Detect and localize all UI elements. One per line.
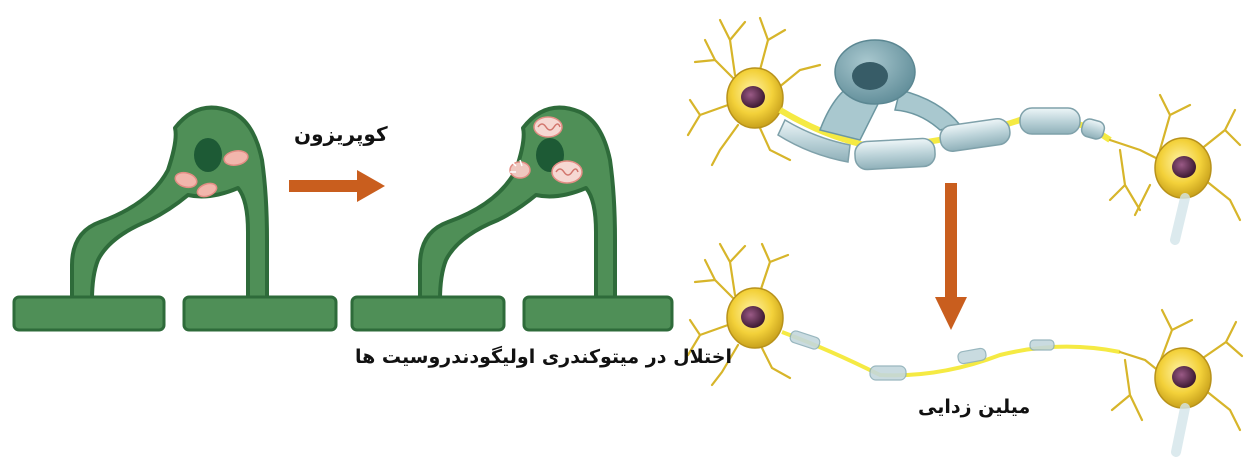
oligodendrocyte-process xyxy=(895,90,960,130)
neuron-nucleus xyxy=(741,86,765,108)
oligodendrocyte-healthy xyxy=(14,108,336,330)
myelin-segment xyxy=(352,297,504,330)
neuron-nucleus xyxy=(1172,156,1196,178)
myelinated-neuron xyxy=(688,18,1240,240)
myelin-segment xyxy=(14,297,164,330)
mito-dysfunction-label: اختلال در میتوکندری اولیگودندروسیت ها xyxy=(355,346,732,368)
cuprizone-label: کوپریزون xyxy=(294,122,388,146)
myelin-segment xyxy=(524,297,672,330)
oligodendrocyte-healthy-body xyxy=(72,108,267,300)
axon-fade xyxy=(1176,408,1185,452)
oligodendrocyte-nucleus xyxy=(852,62,888,90)
oligodendrocyte-damaged xyxy=(352,108,672,330)
cuprizone-arrow xyxy=(289,170,385,202)
axon-fade xyxy=(1175,198,1185,240)
demyelination-label: میلین زدایی xyxy=(918,396,1030,418)
nucleus xyxy=(194,138,222,172)
neuron-nucleus xyxy=(741,306,765,328)
axon xyxy=(782,332,1120,375)
demyelination-arrow xyxy=(935,183,967,330)
demyelinated-neuron xyxy=(688,244,1242,452)
myelin-segment xyxy=(184,297,336,330)
neuron-nucleus xyxy=(1172,366,1196,388)
oligodendrocyte-damaged-body xyxy=(420,108,615,300)
